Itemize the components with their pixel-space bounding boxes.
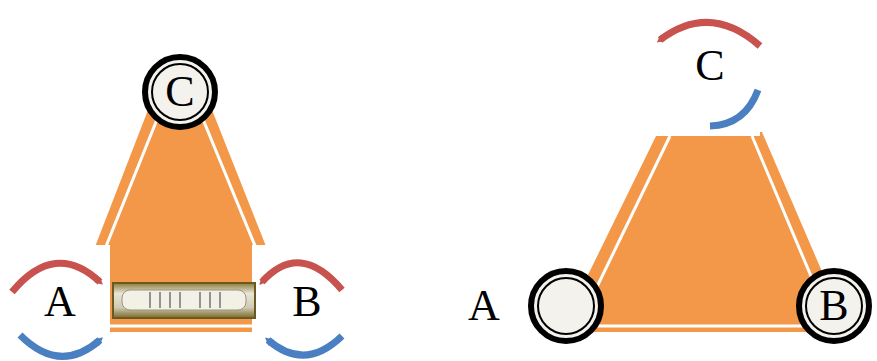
screw-circle: B [792,264,876,348]
node-letter: A [468,284,500,328]
rotation-arrows [660,22,760,126]
mask [252,245,362,361]
node-letter: B [819,284,848,328]
mask [650,88,760,136]
screw-circle: C [138,50,222,134]
rotation-arrows [12,263,342,357]
screw-circle: A [460,264,608,348]
mask [0,245,110,361]
bubble-level [113,283,255,318]
node-letter: C [165,70,194,114]
screw-label: A [44,280,76,324]
screw-label: C [695,44,724,88]
screw-label: B [292,280,321,324]
